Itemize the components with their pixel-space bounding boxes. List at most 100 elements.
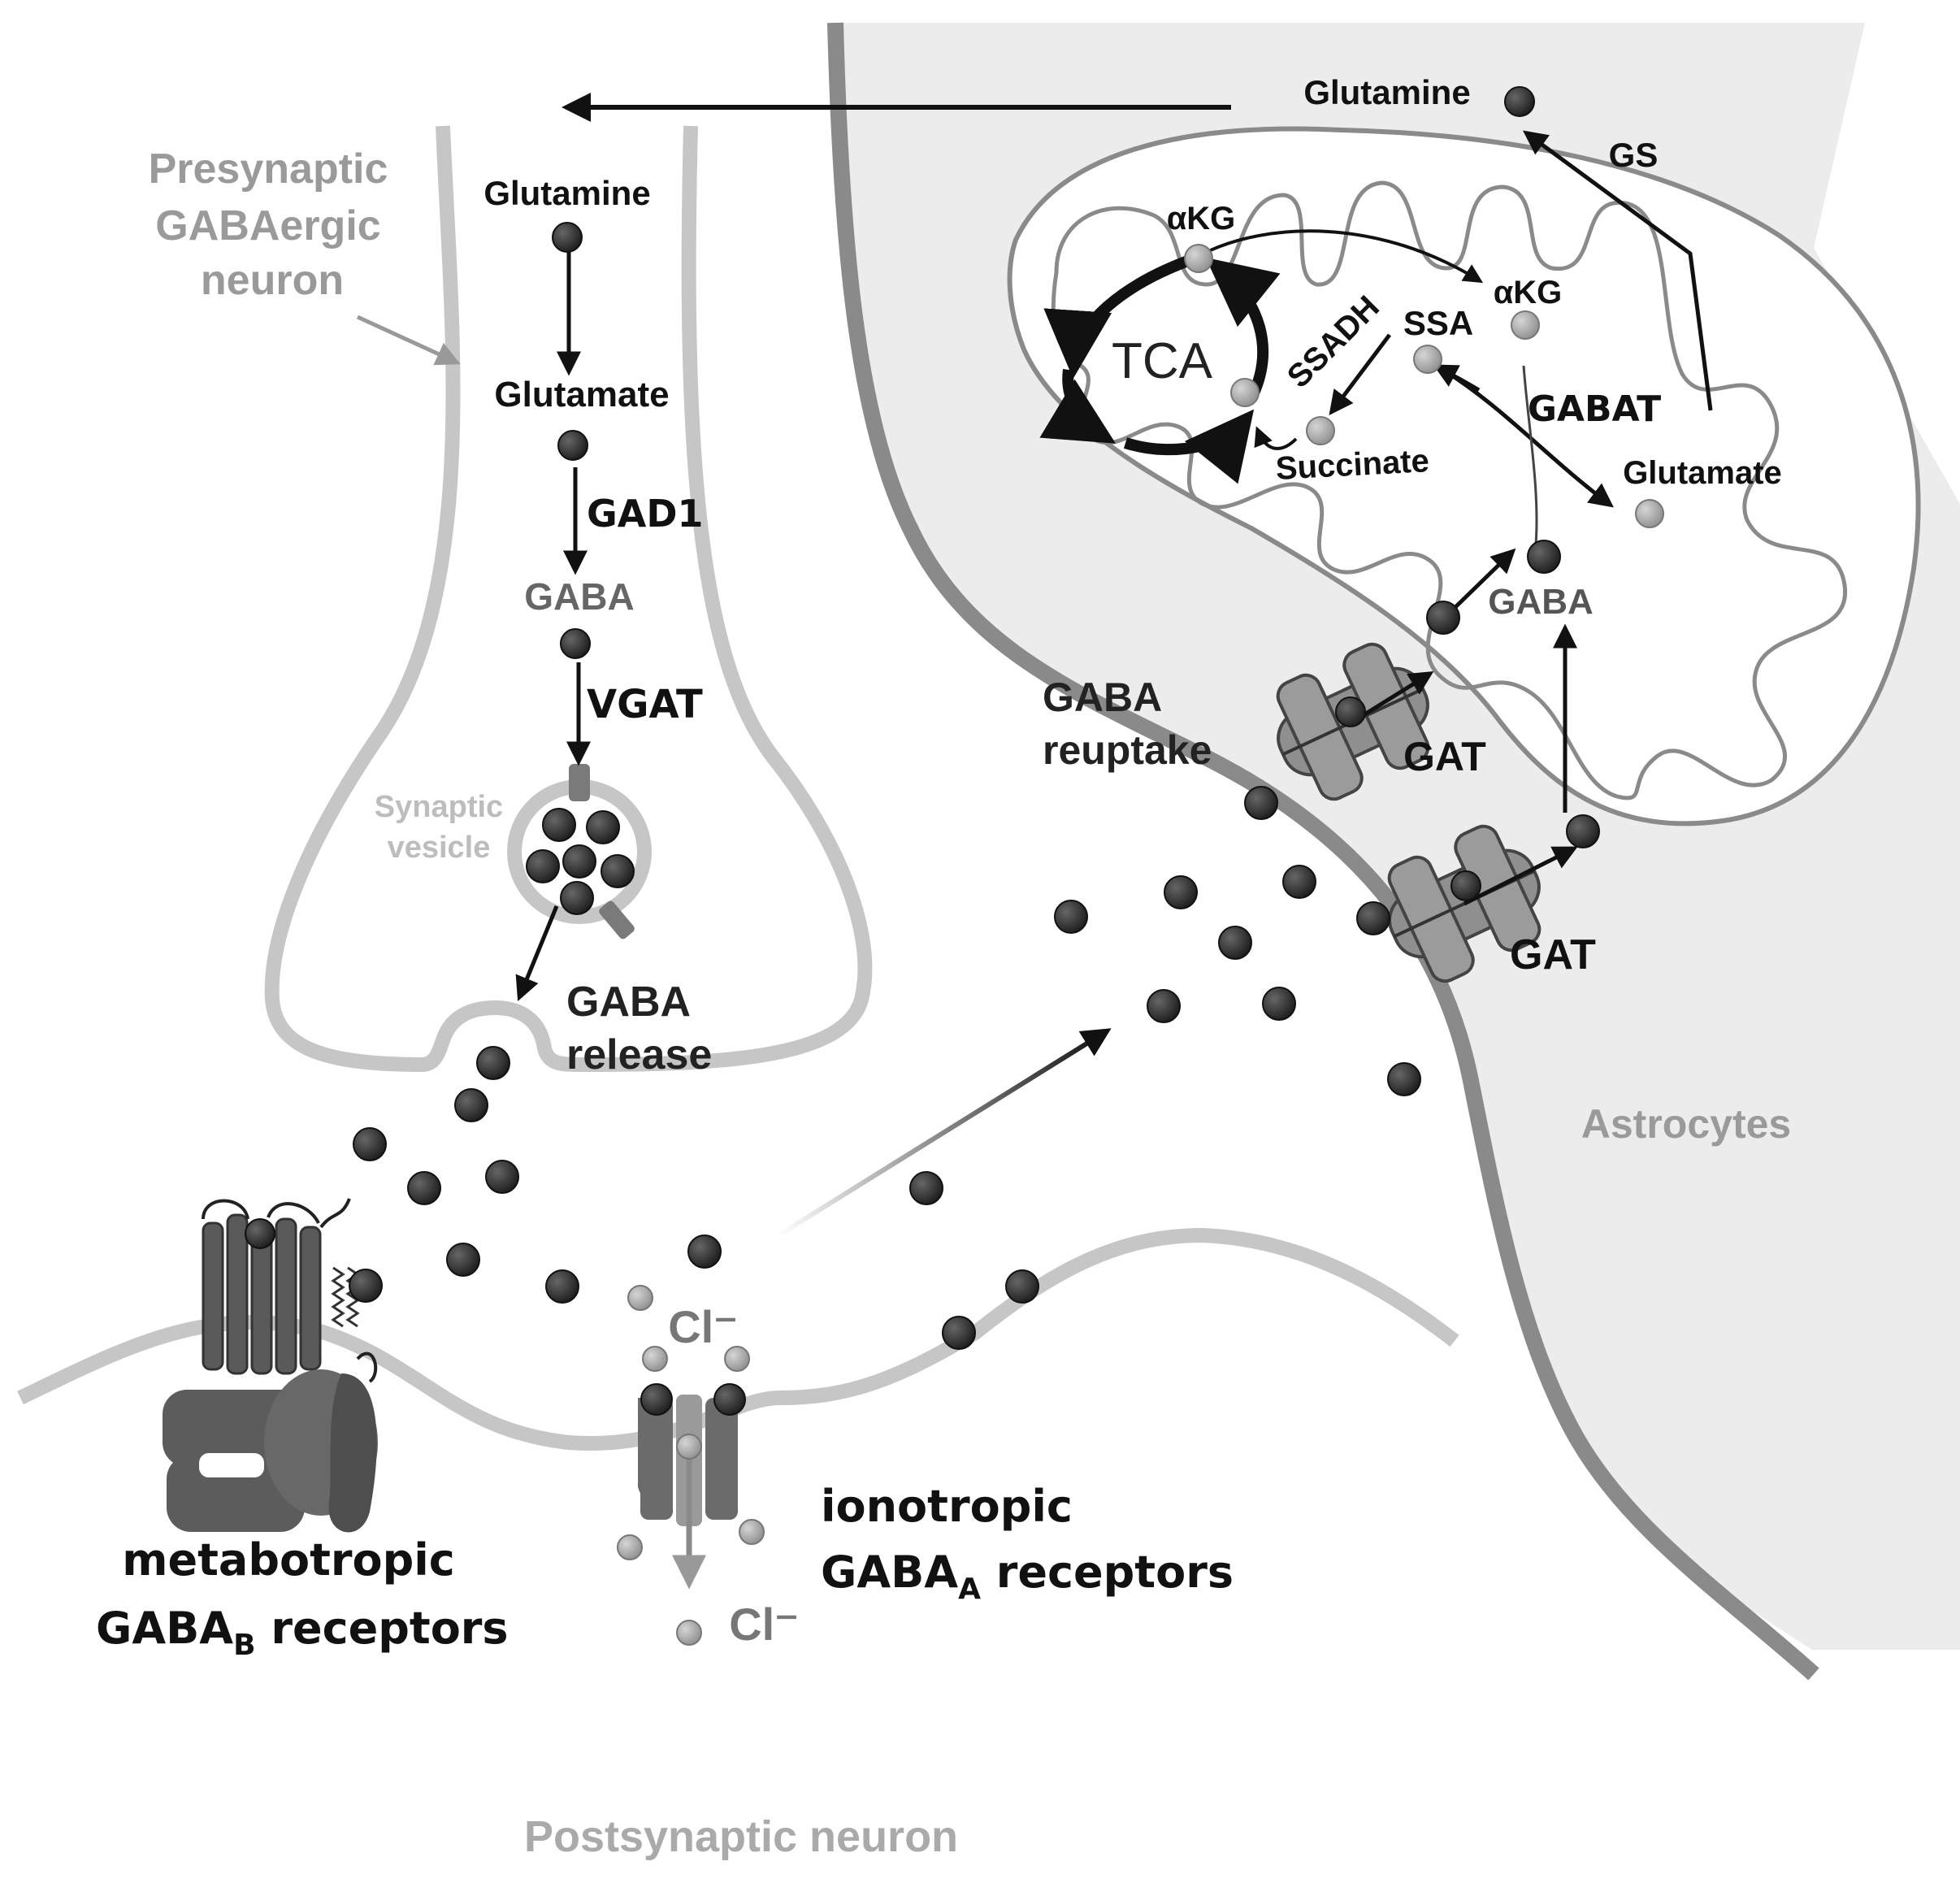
label-akg-right: αKG [1494,275,1563,310]
gaba-molecule [1335,696,1366,727]
metabolite-molecule [1511,310,1540,340]
gaba-molecule [1164,875,1198,909]
label-tca: TCA [1112,333,1213,389]
label-vgat: VGAT [587,682,703,727]
metabolite-molecule [1413,345,1442,374]
arrow-ssa-to-succinate [1329,333,1391,415]
label-gaba-reuptake-1: GABA [1043,675,1162,720]
label-metabotropic-subscript: B [233,1629,255,1662]
label-chloride-top: Cl⁻ [668,1301,738,1352]
gaba-molecule [552,222,583,253]
gaba-molecule [1005,1269,1039,1304]
gaba-molecule [1450,870,1481,901]
chloride-ion [642,1346,668,1372]
gaba-molecules [245,86,1600,1416]
gaba-molecule [349,1269,383,1303]
tca-cycle-arc-bottom [1123,409,1255,484]
gaba-molecule [1244,786,1278,820]
label-presynaptic-3: neuron [201,257,344,304]
presynaptic-membrane [264,125,873,1073]
label-presynaptic-1: Presynaptic [149,145,388,193]
arrow-gaba-to-reuptake [777,1028,1112,1238]
gaba-b-receptor [163,1198,378,1533]
vgat-transporter-on-vesicle [569,764,590,801]
label-metabotropic-1: metabotropic [122,1534,455,1586]
gaba-molecule [526,849,560,883]
arrow-presynaptic-pointer [356,315,461,366]
gaba-molecule [545,1269,579,1304]
gaba-molecule [353,1127,387,1161]
label-astrocytes: Astrocytes [1581,1101,1791,1147]
label-gad1: GAD1 [587,492,704,536]
label-glutamine-neuron: Glutamine [483,174,650,212]
label-synaptic-vesicle-2: vesicle [388,831,491,865]
gaba-molecule [1218,926,1252,960]
label-ionotropic-gaba: GABA [821,1547,958,1598]
label-gaba-reuptake-2: reuptake [1043,727,1212,773]
gaba-molecule [1147,989,1181,1023]
mitochondrion-cristae [1051,180,1848,800]
label-postsynaptic: Postsynaptic neuron [524,1812,958,1861]
metabolite-molecule [1306,416,1335,445]
pathway-arrows [356,93,1713,1238]
gaba-molecule [560,881,594,915]
label-akg-left: αKG [1167,201,1236,236]
label-gabat: GABAT [1528,388,1661,430]
arrow-gs [1522,130,1713,411]
label-ionotropic-receptors: receptors [981,1547,1234,1598]
label-metabotropic-receptors: receptors [256,1603,509,1654]
label-gat-upper: GAT [1403,734,1486,779]
gaba-molecule [560,628,591,659]
gaba-molecule [1426,601,1460,635]
label-gaba-neuron: GABA [524,575,634,618]
label-gaba-mito: GABA [1488,582,1594,622]
gaba-molecule [1054,900,1088,934]
gaba-molecule [557,430,588,461]
tca-cycle-arc-right [1205,257,1281,401]
tca-cycle-arc-left [1043,253,1197,379]
metabolite-molecule [1635,499,1664,528]
gaba-molecule [942,1316,976,1350]
label-glutamate-mito: Glutamate [1623,455,1782,491]
arrow-gaba-release [515,905,559,1001]
gaba-molecule [586,810,620,844]
label-presynaptic-2: GABAergic [155,202,380,249]
line-gaba-to-akg [1522,365,1538,545]
chloride-ion [676,1434,702,1460]
label-gaba-release-2: release [566,1031,712,1078]
gaba-molecule [1262,987,1296,1021]
chloride-and-metabolite-molecules [617,244,1664,1646]
gaba-molecule [601,854,635,888]
label-succinate: Succinate [1275,443,1430,487]
label-glutamine-astro: Glutamine [1303,73,1470,111]
gaba-molecule [1527,540,1561,574]
gaba-molecule [1282,865,1316,899]
chloride-ion [617,1534,643,1560]
vesicle-channel [599,900,635,939]
gaba-molecule [640,1383,673,1416]
label-synaptic-vesicle-1: Synaptic [375,790,503,824]
label-metabotropic-2: GABAB receptors [96,1603,509,1662]
label-gaba-release-1: GABA [566,978,691,1026]
label-ionotropic-subscript: A [958,1573,981,1606]
metabolite-molecule [1184,244,1213,273]
gaba-molecule [909,1171,943,1205]
chloride-ion [724,1346,750,1372]
gaba-molecule [476,1046,510,1080]
label-gs: GS [1609,136,1659,174]
gaba-molecule [713,1383,746,1416]
chloride-ion [676,1620,702,1646]
astrocyte-membrane [827,22,1819,1681]
arrow-akg-transfer [1198,229,1484,284]
gaba-a-receptor [638,1395,738,1590]
label-chloride-bottom: Cl⁻ [729,1599,799,1650]
arrow-gaba-into-mito-upper [1453,548,1516,610]
label-glutamate-neuron: Glutamate [494,375,669,414]
arrow-gat-lower-out [1463,846,1578,906]
gaba-molecule [454,1088,488,1122]
gaba-molecule [1566,814,1600,848]
gaba-molecule [562,844,596,879]
gaba-molecule [485,1160,519,1194]
arrow-gabat-reverse [1433,364,1481,393]
gaba-molecule [687,1234,722,1269]
